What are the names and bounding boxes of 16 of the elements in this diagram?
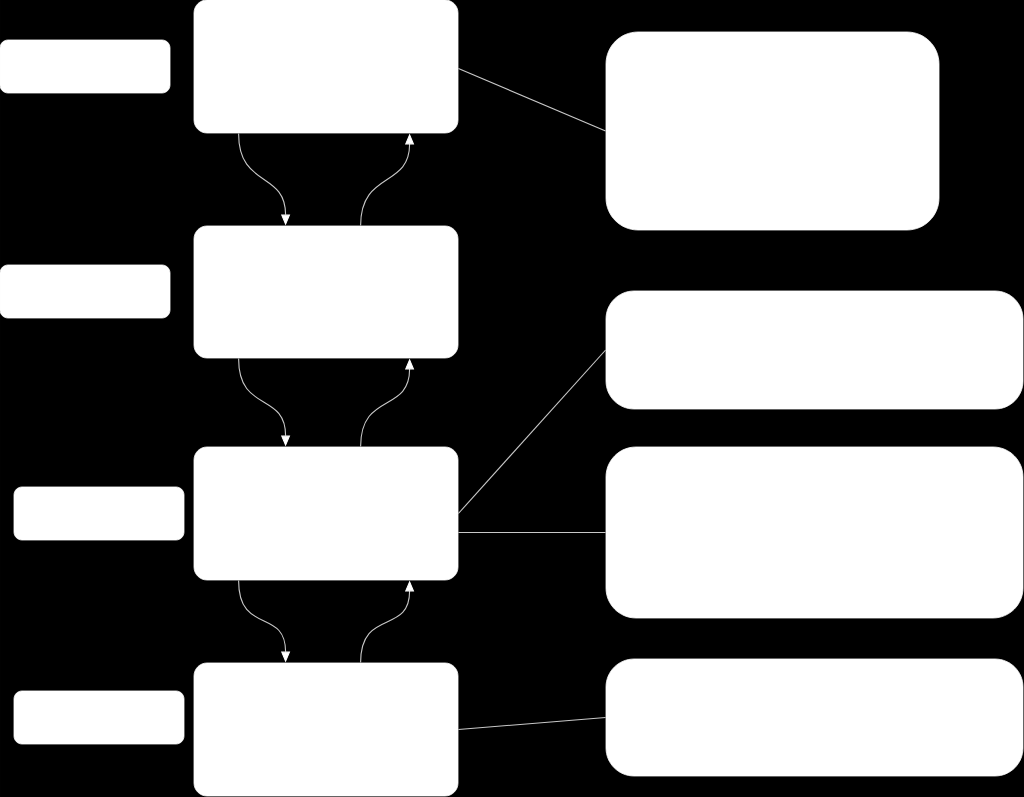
rounded-box <box>193 446 459 581</box>
connector-line <box>457 716 607 731</box>
connector-line <box>457 67 607 132</box>
connector-line <box>457 531 607 534</box>
connector-line <box>457 349 607 515</box>
rounded-box <box>605 658 1024 777</box>
rounded-box <box>193 225 459 359</box>
rounded-box <box>605 31 940 231</box>
rounded-box <box>13 486 185 541</box>
rounded-box <box>0 264 171 319</box>
rounded-box <box>0 39 171 94</box>
rounded-box <box>13 690 185 745</box>
rounded-box <box>193 662 459 797</box>
rounded-box <box>605 290 1024 410</box>
rounded-box <box>605 446 1024 619</box>
rounded-box <box>193 0 459 134</box>
